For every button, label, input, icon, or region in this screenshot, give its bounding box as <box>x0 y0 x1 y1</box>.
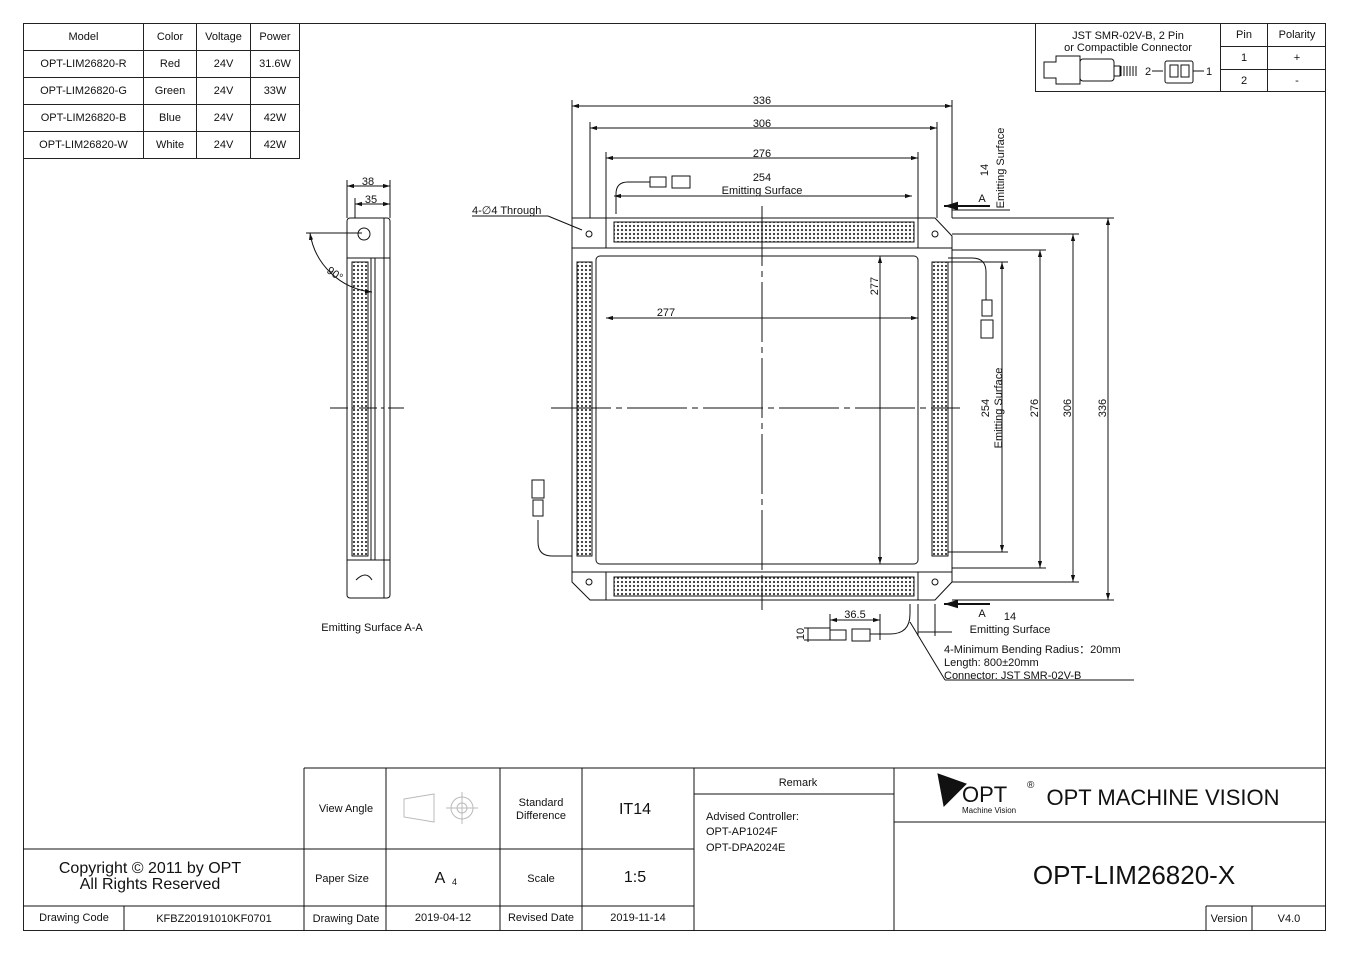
remark-line-1: Advised Controller: <box>706 811 799 823</box>
table-row: OPT-LIM26820-W White 24V 42W <box>23 131 300 159</box>
voltage-cell: 24V <box>196 77 251 105</box>
voltage-cell: 24V <box>196 104 251 132</box>
pin-cell: 1 <box>1240 52 1248 64</box>
drawing-date-label: Drawing Date <box>313 913 380 925</box>
drawing-code-label: Drawing Code <box>39 912 109 924</box>
remark-line-2: OPT-AP1024F <box>706 826 778 838</box>
dim-336-right: 336 <box>1097 399 1109 417</box>
connector-table-col-divider <box>1267 23 1268 92</box>
connector-table <box>1035 23 1326 92</box>
front-view-frame <box>551 206 960 610</box>
connector-table-col-divider <box>1220 23 1221 92</box>
polarity-header: Polarity <box>1278 29 1316 41</box>
section-a-top: A <box>978 193 986 205</box>
pin-mark-right: 1 <box>1206 66 1212 78</box>
pin-header: Pin <box>1236 29 1252 41</box>
copyright-line-2: All Rights Reserved <box>80 876 221 893</box>
note-connector: Connector: JST SMR-02V-B <box>944 670 1081 682</box>
table-row: OPT-LIM26820-R Red 24V 31.6W <box>23 50 300 78</box>
dim-14-top: 14 <box>979 164 991 176</box>
part-number: OPT-LIM26820-X <box>1033 860 1235 890</box>
model-table-header: Model Color Voltage Power <box>23 23 300 51</box>
dim-14-bottom: 14 <box>1004 611 1016 623</box>
dim-38: 38 <box>362 176 374 188</box>
scale-label: Scale <box>527 873 555 885</box>
pin-mark-left: 2 <box>1145 66 1151 78</box>
dim-276-top: 276 <box>753 148 771 160</box>
section-a-bottom: A <box>978 608 986 620</box>
drawing-date: 2019-04-12 <box>415 912 471 924</box>
model-cell: OPT-LIM26820-W <box>23 131 144 159</box>
dim-254-top: 254 <box>753 172 771 184</box>
emitting-surface-right: Emitting Surface <box>993 368 1005 449</box>
note-length: Length: 800±20mm <box>944 657 1039 669</box>
remark-line-3: OPT-DPA2024E <box>706 842 785 854</box>
paper-size-label: Paper Size <box>315 873 369 885</box>
dim-277-vertical: 277 <box>869 277 881 295</box>
emitting-surface-right-top: Emitting Surface <box>995 128 1007 209</box>
table-row: OPT-LIM26820-G Green 24V 33W <box>23 77 300 105</box>
company-name: OPT MACHINE VISION <box>1046 785 1279 810</box>
connector-table-row-divider <box>1220 46 1326 47</box>
polarity-cell: + <box>1293 52 1301 64</box>
side-view-caption: Emitting Surface A-A <box>321 622 423 634</box>
version-value: V4.0 <box>1278 913 1301 925</box>
drawing-code: KFBZ20191010KF0701 <box>156 913 272 925</box>
title-block-lines <box>23 767 1326 931</box>
table-row: OPT-LIM26820-B Blue 24V 42W <box>23 104 300 132</box>
color-cell: Blue <box>143 104 197 132</box>
revised-date: 2019-11-14 <box>610 912 665 924</box>
power-cell: 31.6W <box>250 50 300 78</box>
model-cell: OPT-LIM26820-G <box>23 77 144 105</box>
side-view <box>306 180 404 599</box>
color-header: Color <box>143 23 197 51</box>
hole-label: 4-∅4 Through <box>472 205 541 217</box>
drawing-border <box>23 23 1326 931</box>
dim-306-right: 306 <box>1062 399 1074 417</box>
paper-size-sub: 4 <box>452 877 457 887</box>
version-label: Version <box>1211 913 1248 925</box>
dim-254-right: 254 <box>980 399 992 417</box>
note-bending-radius: 4-Minimum Bending Radius：20mm <box>944 644 1121 656</box>
polarity-cell: - <box>1295 75 1299 87</box>
dim-10: 10 <box>795 628 807 640</box>
emitting-surface-bottom: Emitting Surface <box>970 624 1051 636</box>
dim-36-5: 36.5 <box>844 609 865 621</box>
logo-subtitle: Machine Vision <box>962 806 1016 815</box>
copyright-line-1: Copyright © 2011 by OPT <box>59 860 241 877</box>
emitting-surface-top: Emitting Surface <box>722 185 803 197</box>
dim-336-top: 336 <box>753 95 771 107</box>
logo-registered: ® <box>1027 780 1035 791</box>
dim-306-top: 306 <box>753 118 771 130</box>
standard-diff-label-1: Standard <box>519 797 564 809</box>
voltage-cell: 24V <box>196 131 251 159</box>
standard-diff-label-2: Difference <box>516 810 566 822</box>
model-table: Model Color Voltage Power OPT-LIM26820-R… <box>23 23 300 159</box>
paper-size-value: A <box>435 870 446 887</box>
connector-label-2: or Compactible Connector <box>1064 41 1192 54</box>
model-cell: OPT-LIM26820-B <box>23 104 144 132</box>
scale-value: 1:5 <box>624 869 646 886</box>
connector-icon <box>1043 55 1204 85</box>
standard-diff-value: IT14 <box>619 801 651 818</box>
dim-276-right: 276 <box>1029 399 1041 417</box>
view-angle-label: View Angle <box>319 803 373 815</box>
dim-35: 35 <box>365 194 377 206</box>
projection-symbol <box>403 792 478 824</box>
power-cell: 42W <box>250 131 300 159</box>
pin-cell: 2 <box>1240 75 1248 87</box>
revised-date-label: Revised Date <box>508 912 574 924</box>
connector-table-row-divider <box>1220 69 1326 70</box>
color-cell: White <box>143 131 197 159</box>
connector-label-1: JST SMR-02V-B, 2 Pin <box>1072 29 1184 42</box>
opt-logo-icon <box>937 773 967 808</box>
front-dimensions <box>472 100 1134 681</box>
remark-label: Remark <box>779 777 818 789</box>
dim-277-horizontal: 277 <box>657 307 675 319</box>
logo-text: OPT <box>962 782 1007 807</box>
